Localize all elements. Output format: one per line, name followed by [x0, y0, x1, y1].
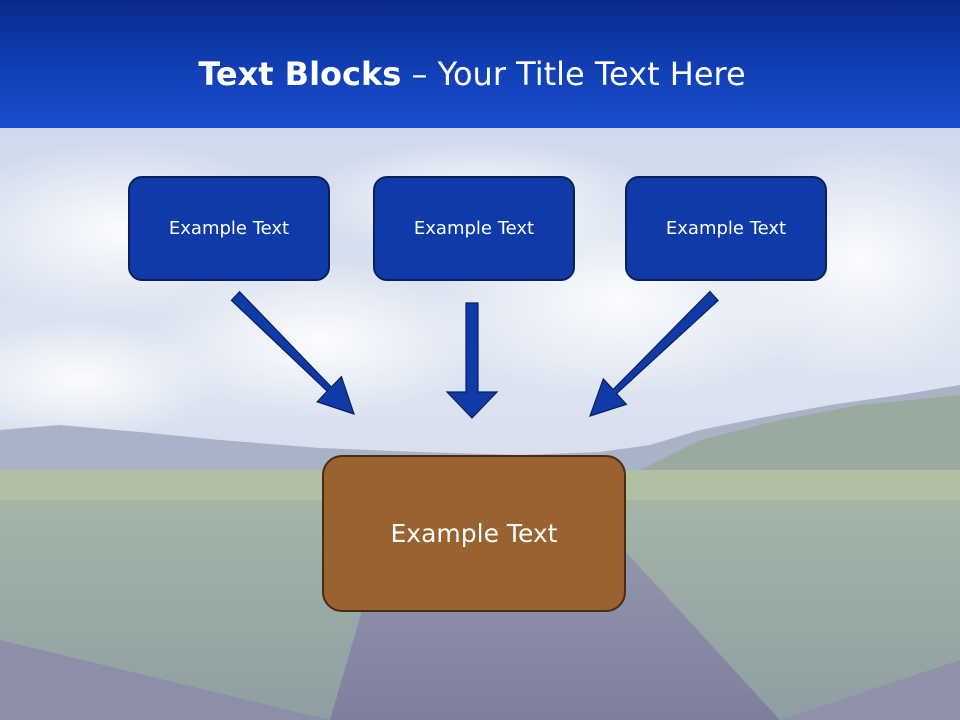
title-bar — [0, 0, 960, 128]
top-box-2-label: Example Text — [413, 218, 535, 239]
slide-title: Text Blocks – Your Title Text Here — [0, 52, 944, 96]
arrow-right — [589, 290, 719, 417]
bottom-box-label: Example Text — [390, 519, 558, 548]
top-box-3: Example Text — [625, 176, 827, 281]
title-rest: – Your Title Text Here — [401, 55, 746, 93]
title-bold: Text Blocks — [198, 55, 402, 93]
top-box-1-label: Example Text — [168, 218, 290, 239]
bottom-box: Example Text — [322, 455, 626, 612]
top-box-2: Example Text — [373, 176, 575, 281]
top-box-1: Example Text — [128, 176, 330, 281]
arrow-left — [230, 290, 355, 415]
arrow-center — [445, 302, 499, 419]
top-box-3-label: Example Text — [665, 218, 787, 239]
